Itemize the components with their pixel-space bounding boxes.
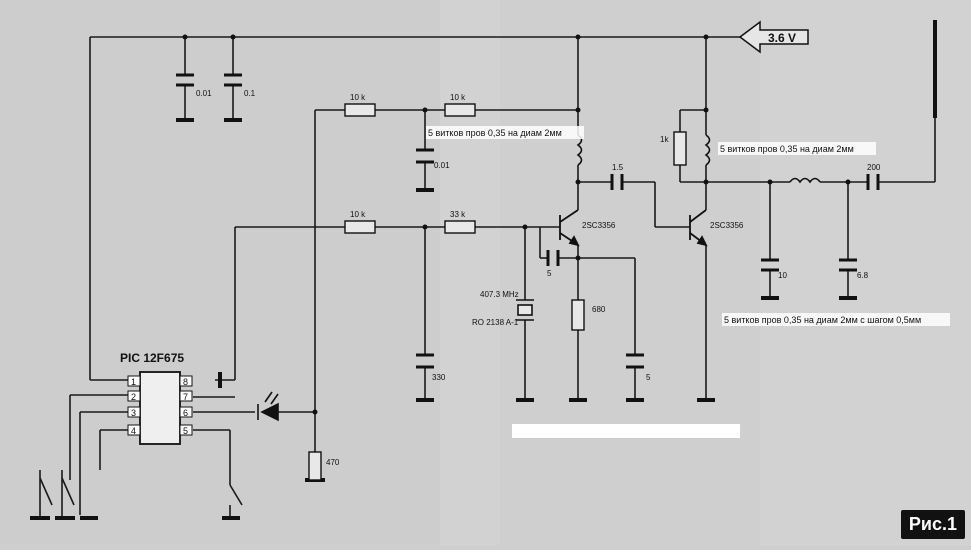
- label-c-bias: 0.01: [434, 161, 450, 170]
- background-column-left: [0, 0, 440, 545]
- label-q2: 2SC3356: [710, 221, 744, 230]
- label-c-input: 330: [432, 373, 446, 382]
- label-c-emitter: 5: [646, 373, 651, 382]
- label-r-top-right: 10 k: [450, 93, 466, 102]
- coils: [576, 134, 821, 184]
- label-r-collector: 1k: [660, 135, 669, 144]
- label-c-out-series: 200: [867, 163, 881, 172]
- label-r-top-left: 10 k: [350, 93, 366, 102]
- mcu-pin-7: 7: [183, 392, 188, 402]
- mcu-pin-4: 4: [131, 426, 136, 436]
- led-symbol: [257, 391, 279, 422]
- supply-arrow: [738, 20, 809, 54]
- label-q1: 2SC3356: [582, 221, 616, 230]
- resistor-bodies: [308, 103, 687, 481]
- mcu-pin-3: 3: [131, 408, 136, 418]
- label-c-feedback: 5: [547, 269, 552, 278]
- label-c-coupling: 1.5: [612, 163, 624, 172]
- mcu-label: PIC 12F675: [120, 351, 184, 365]
- transistor-q2-symbol: [689, 209, 708, 247]
- label-r-emitter: 680: [592, 305, 606, 314]
- mcu-pin-1: 1: [131, 377, 136, 387]
- mcu-pin-5: 5: [183, 426, 188, 436]
- mcu-chip: [127, 371, 193, 445]
- junction-dots: [182, 34, 851, 415]
- mcu-pin-numbers: 1 2 3 4 5 6 7 8: [131, 377, 188, 436]
- figure-label: Рис.1: [900, 510, 965, 539]
- ground-symbols: [30, 118, 857, 520]
- mcu-pin-6: 6: [183, 408, 188, 418]
- wires: [39, 20, 936, 518]
- capacitor-plates: [176, 73, 880, 369]
- white-patch: [512, 424, 740, 438]
- label-resonator-part: RO 2138 A-1: [472, 318, 519, 327]
- saw-resonator-symbol: [516, 299, 534, 321]
- background-column-right: [500, 0, 760, 545]
- coil-annotations: 5 витков пров 0,35 на диам 2мм 5 витков …: [426, 126, 950, 326]
- annotation-coil-1: 5 витков пров 0,35 на диам 2мм: [428, 128, 562, 138]
- label-r-mid-left: 10 k: [350, 210, 366, 219]
- annotation-coil-3: 5 витков пров 0,35 на диам 2мм с шагом 0…: [724, 315, 921, 325]
- label-r-led: 470: [326, 458, 340, 467]
- mcu-pin-8: 8: [183, 377, 188, 387]
- transistor-q1-symbol: [559, 209, 580, 247]
- annotation-coil-2: 5 витков пров 0,35 на диам 2мм: [720, 144, 854, 154]
- label-c-supply-1: 0.01: [196, 89, 212, 98]
- supply-voltage-label: 3.6 V: [768, 31, 796, 45]
- label-c-supply-2: 0.1: [244, 89, 256, 98]
- label-c-out-shunt-1: 10: [778, 271, 787, 280]
- mcu-pin-2: 2: [131, 392, 136, 402]
- label-r-mid-right: 33 k: [450, 210, 466, 219]
- label-resonator-freq: 407.3 MHz: [480, 290, 519, 299]
- component-labels: 10 k 10 k 10 k 33 k 1k 680 470 0.01 0.1 …: [196, 89, 881, 467]
- label-c-out-shunt-2: 6.8: [857, 271, 869, 280]
